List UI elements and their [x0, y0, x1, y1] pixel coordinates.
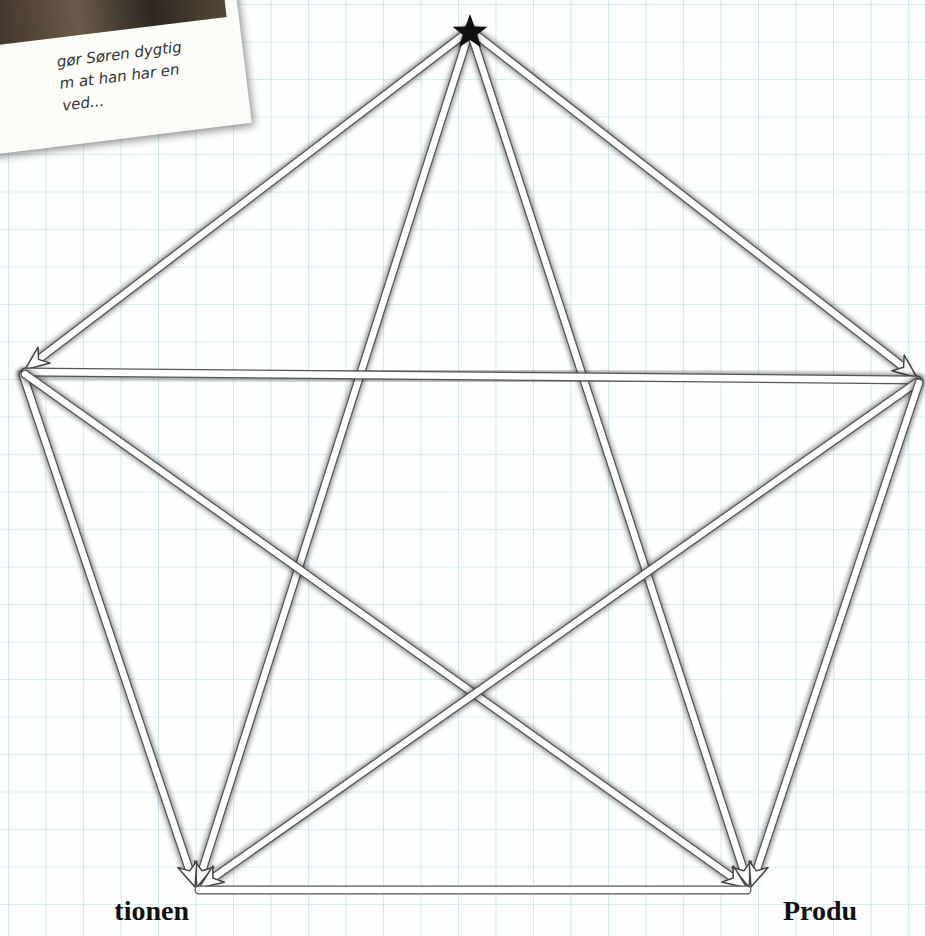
vertex-point	[19, 369, 25, 375]
handwritten-note: ved...	[61, 93, 105, 114]
arrow-connector	[199, 890, 747, 891]
arrow-connector	[473, 32, 917, 377]
vertex-label: tionen	[114, 897, 189, 925]
vertex-point: Produ	[747, 887, 753, 893]
photo	[0, 0, 227, 47]
vertex-point: tionen	[193, 887, 199, 893]
vertex-point	[917, 377, 923, 383]
arrow-connector	[749, 383, 919, 887]
arrow-connector	[199, 382, 917, 888]
vertex-label: Produ	[783, 897, 857, 925]
arrow-connector	[25, 374, 747, 888]
arrow-connector	[23, 375, 197, 887]
arrow-connector	[25, 372, 917, 380]
arrow-connector	[471, 33, 751, 887]
arrow-connector	[195, 33, 469, 887]
vertex-point	[467, 27, 473, 33]
star-symbol	[453, 14, 488, 48]
